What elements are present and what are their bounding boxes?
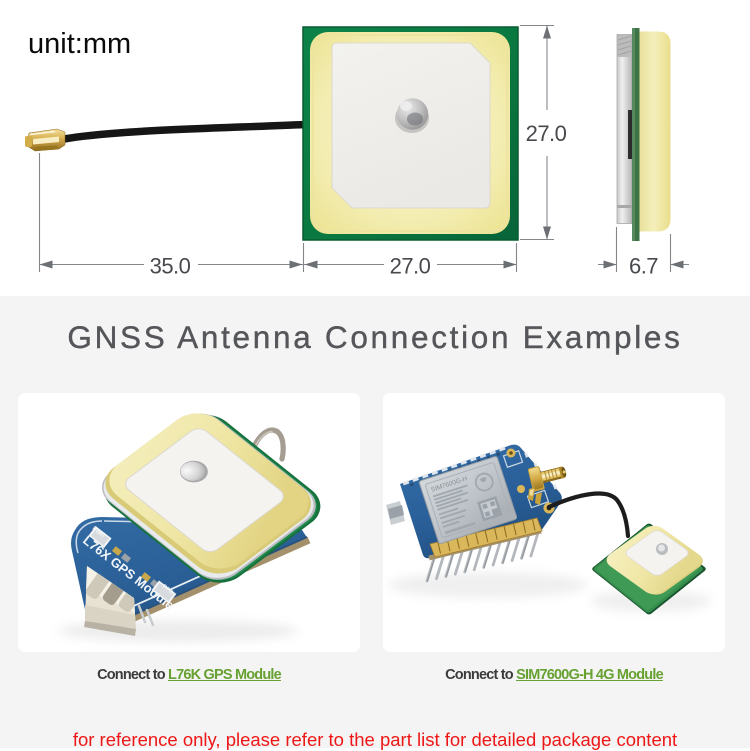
svg-text:6.7: 6.7 xyxy=(629,254,658,279)
svg-text:27.0: 27.0 xyxy=(390,254,431,279)
svg-text:27.0: 27.0 xyxy=(526,121,567,146)
svg-text:35.0: 35.0 xyxy=(150,254,191,279)
